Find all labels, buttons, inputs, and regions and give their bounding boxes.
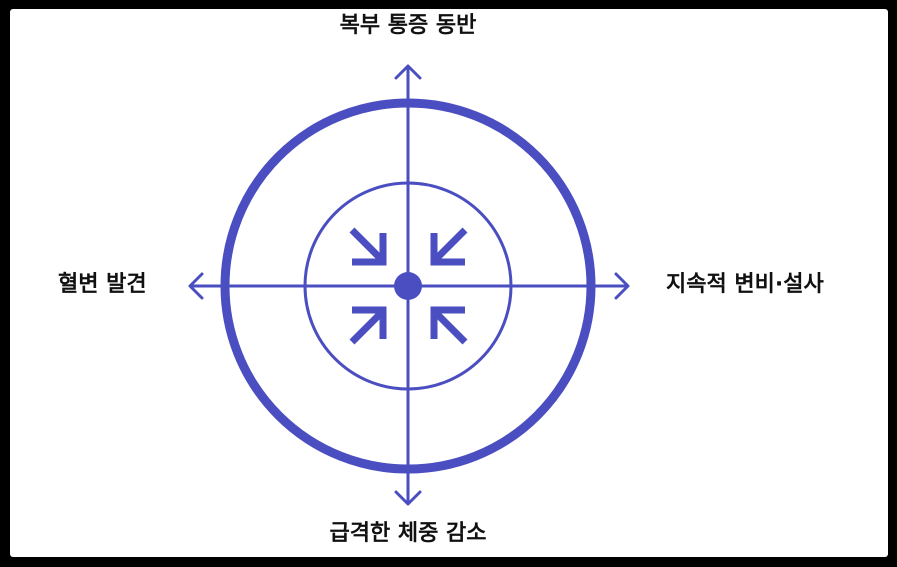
arrow-up-right-icon <box>349 306 387 345</box>
label-left: 혈변 발견 <box>58 272 147 297</box>
arrow-up-head <box>394 64 422 80</box>
arrow-left-head <box>188 272 204 300</box>
label-right: 지속적 변비·설사 <box>666 272 824 297</box>
arrow-down-left-icon <box>430 227 468 266</box>
label-top: 복부 통증 동반 <box>339 13 477 38</box>
arrow-up-left-icon <box>430 306 468 345</box>
arrow-down-head <box>394 490 422 506</box>
center-dot <box>394 272 422 300</box>
arrow-right-head <box>614 272 630 300</box>
label-bottom: 급격한 체중 감소 <box>329 521 487 546</box>
arrow-down-right-icon <box>349 227 387 266</box>
